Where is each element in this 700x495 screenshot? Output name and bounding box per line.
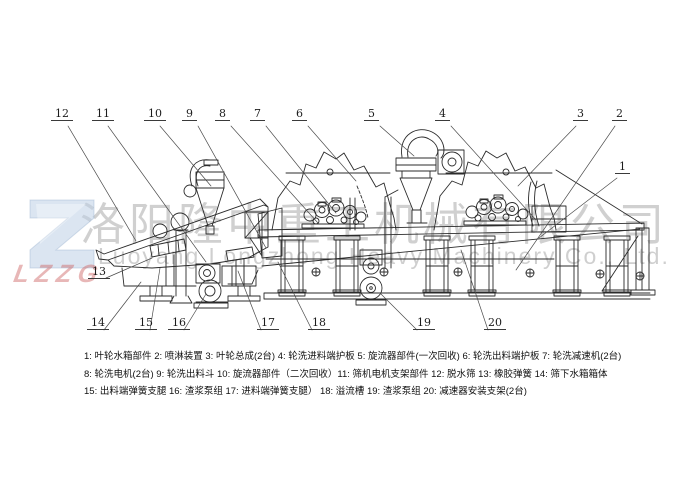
callout-14: 14 — [87, 317, 109, 330]
callout-3: 3 — [573, 108, 588, 121]
leader-lines — [67, 125, 618, 331]
slurry-pump-center — [355, 249, 389, 306]
callout-10: 10 — [144, 108, 166, 121]
left-washer-assembly — [95, 198, 269, 304]
callout-7: 7 — [250, 108, 265, 121]
cyclone-secondary — [183, 159, 225, 235]
callout-11: 11 — [92, 108, 114, 121]
callout-9: 9 — [182, 108, 197, 121]
watermark-english: Luoyang Longzhong Heavy Machinery Co., L… — [98, 243, 670, 269]
callout-12: 12 — [51, 108, 73, 121]
company-logo-z-icon — [29, 199, 95, 269]
callout-16: 16 — [168, 317, 190, 330]
callout-4: 4 — [435, 108, 450, 121]
callout-15: 15 — [135, 317, 157, 330]
callout-5: 5 — [364, 108, 379, 121]
cyclone-primary — [349, 129, 465, 269]
callout-13: 13 — [88, 266, 110, 279]
callout-20: 20 — [484, 317, 506, 330]
callout-17: 17 — [257, 317, 279, 330]
bucket-wheel-left — [271, 151, 397, 231]
legend-row-2: 8: 轮洗电机(2台) 9: 轮洗出料斗 10: 旋流器部件（二次回收）11: … — [84, 368, 608, 380]
discharge-hopper — [244, 207, 283, 259]
right-end-structure — [528, 169, 656, 296]
callout-2: 2 — [612, 108, 627, 121]
callout-18: 18 — [308, 317, 330, 330]
callout-1: 1 — [615, 161, 630, 174]
legend-row-1: 1: 叶轮水箱部件 2: 喷淋装置 3: 叶轮总成(2台) 4: 轮洗进料端护板… — [84, 351, 622, 362]
parts-legend: 1: 叶轮水箱部件 2: 喷淋装置 3: 叶轮总成(2台) 4: 轮洗进料端护板… — [84, 348, 674, 401]
screen-frame — [257, 222, 651, 300]
callout-19: 19 — [413, 317, 435, 330]
legend-row-3: 15: 出料端弹簧支腿 16: 渣浆泵组 17: 进料端弹簧支腿） 18: 溢流… — [84, 386, 527, 397]
callout-8: 8 — [215, 108, 230, 121]
callout-6: 6 — [292, 108, 307, 121]
slurry-pump-left — [193, 263, 257, 309]
